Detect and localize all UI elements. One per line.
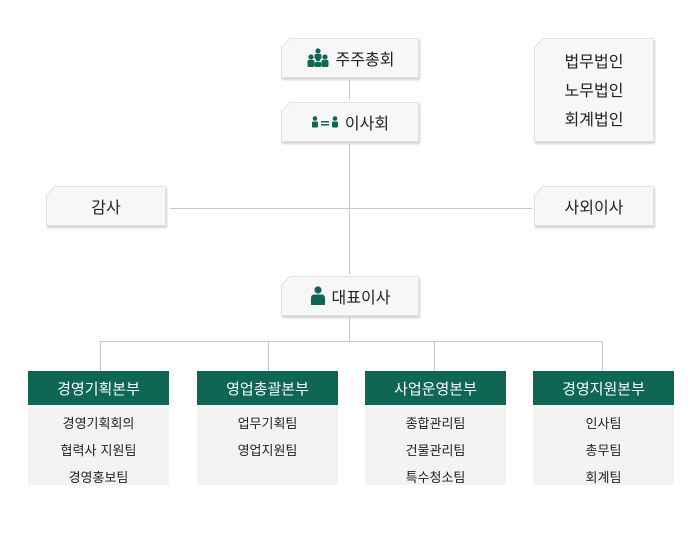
outside-director-box: 사외이사 (534, 186, 654, 226)
dept-header-management-planning: 경영기획본부 (28, 371, 169, 405)
people-meeting-icon (311, 116, 339, 128)
connector-board-ceo (349, 144, 350, 274)
law-firm-label: 법무법인 (564, 51, 624, 71)
board-of-directors-box: 이사회 (281, 102, 419, 142)
dept-header-sales: 영업총괄본부 (197, 371, 338, 405)
connector-dept-3 (434, 341, 435, 371)
accounting-firm-label: 회계법인 (564, 109, 624, 129)
dept-teams-operations: 종합관리팀 건물관리팀 특수청소팀 (365, 405, 506, 486)
team-item: 특수청소팀 (405, 471, 466, 486)
dept-header-management-support: 경영지원본부 (533, 371, 674, 405)
dept-header-operations: 사업운영본부 (365, 371, 506, 405)
outside-director-label: 사외이사 (564, 198, 624, 217)
person-icon (310, 286, 326, 306)
team-item: 경영기획회의 (62, 417, 135, 432)
people-group-icon (306, 48, 330, 68)
shareholders-meeting-label: 주주총회 (335, 50, 395, 69)
connector-auditor-outside-director (170, 208, 532, 209)
team-item: 건물관리팀 (405, 444, 466, 459)
auditor-box: 감사 (46, 186, 166, 226)
connector-shareholders-board (349, 80, 350, 100)
connector-dept-1 (100, 341, 101, 371)
team-item: 종합관리팀 (405, 417, 466, 432)
team-item: 업무기획팀 (237, 417, 298, 432)
team-item: 협력사 지원팀 (60, 444, 137, 459)
dept-teams-sales: 업무기획팀 영업지원팀 (197, 405, 338, 485)
ceo-label: 대표이사 (331, 288, 391, 307)
team-item: 총무팀 (585, 444, 622, 459)
dept-teams-management-planning: 경영기획회의 협력사 지원팀 경영홍보팀 (28, 405, 169, 486)
team-item: 경영홍보팀 (68, 471, 129, 486)
connector-dept-4 (602, 341, 603, 371)
connector-departments-bus (100, 341, 602, 342)
shareholders-meeting-box: 주주총회 (281, 38, 419, 78)
connector-dept-2 (268, 341, 269, 371)
legal-advisors-box: 법무법인 노무법인 회계법인 (534, 38, 654, 142)
connector-ceo-departments (349, 317, 350, 341)
team-item: 영업지원팀 (237, 444, 298, 459)
team-item: 회계팀 (585, 471, 622, 486)
ceo-box: 대표이사 (281, 276, 419, 316)
labor-firm-label: 노무법인 (564, 80, 624, 100)
team-item: 인사팀 (585, 417, 622, 432)
dept-teams-management-support: 인사팀 총무팀 회계팀 (533, 405, 674, 486)
auditor-label: 감사 (91, 198, 121, 217)
board-of-directors-label: 이사회 (344, 114, 390, 133)
